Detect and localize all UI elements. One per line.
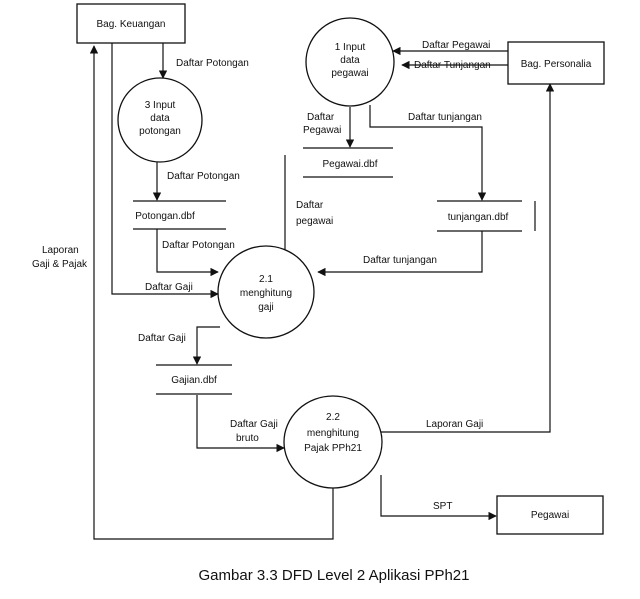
label-daftar-potongan-1: Daftar Potongan xyxy=(176,58,249,69)
store-tunjangan-label: tunjangan.dbf xyxy=(448,212,509,223)
process-input-potongan-line-1: 3 Input xyxy=(145,100,176,111)
label-daftar-pegawai-store-2: Pegawai xyxy=(303,125,341,136)
store-tunjangan: tunjangan.dbf xyxy=(437,200,536,232)
label-daftar-pegawai-2-1: Daftar xyxy=(296,200,324,211)
process-input-potongan-line-2: data xyxy=(150,113,170,124)
entity-pegawai-label: Pegawai xyxy=(531,510,569,521)
label-laporan-gaji: Laporan Gaji xyxy=(426,419,483,430)
process-input-pegawai-line-3: pegawai xyxy=(331,68,368,79)
store-gajian-label: Gajian.dbf xyxy=(171,375,217,386)
label-daftar-potongan-2: Daftar Potongan xyxy=(167,171,240,182)
label-daftar-gaji-1: Daftar Gaji xyxy=(145,282,193,293)
label-daftar-tunjangan: Daftar Tunjangan xyxy=(414,60,491,71)
label-laporan-gaji-pajak-2: Gaji & Pajak xyxy=(32,259,88,270)
flow-tunjangan-store-to-hitung-gaji xyxy=(317,231,483,277)
process-input-pegawai-line-1: 1 Input xyxy=(335,42,366,53)
entity-pegawai xyxy=(496,495,604,535)
flow-hitung-pajak-to-pegawai xyxy=(380,475,497,521)
flow-gajian-to-hitung-pajak xyxy=(196,395,285,453)
process-hitung-gaji xyxy=(217,245,315,339)
process-hitung-pajak-line-1: 2.2 xyxy=(326,412,340,423)
flow-hitung-pajak-to-keuangan xyxy=(89,45,334,540)
label-spt: SPT xyxy=(433,501,452,512)
data-stores: Pegawai.dbf Potongan.dbf tunjangan.dbf G… xyxy=(133,147,536,395)
label-daftar-tunjangan-store: Daftar tunjangan xyxy=(408,112,482,123)
label-daftar-pegawai-2-2: pegawai xyxy=(296,216,333,227)
figure-caption: Gambar 3.3 DFD Level 2 Aplikasi PPh21 xyxy=(199,567,470,584)
store-potongan-label: Potongan.dbf xyxy=(135,211,195,222)
process-input-potongan-line-3: potongan xyxy=(139,126,181,137)
process-hitung-gaji-line-2: menghitung xyxy=(240,288,292,299)
process-input-pegawai-line-2: data xyxy=(340,55,360,66)
label-laporan-gaji-pajak-1: Laporan xyxy=(42,245,79,256)
flow-hitung-pajak-to-personalia xyxy=(380,83,555,433)
entity-bag-keuangan xyxy=(76,3,186,44)
flow-keuangan-to-hitung-gaji xyxy=(111,43,219,299)
label-daftar-pegawai: Daftar Pegawai xyxy=(422,40,490,51)
process-hitung-pajak xyxy=(283,395,383,489)
process-hitung-gaji-line-3: gaji xyxy=(258,302,274,313)
store-gajian: Gajian.dbf xyxy=(156,364,232,395)
label-daftar-gaji-bruto-2: bruto xyxy=(236,433,259,444)
process-hitung-pajak-line-3: Pajak PPh21 xyxy=(304,443,362,454)
label-daftar-tunjangan-2: Daftar tunjangan xyxy=(363,255,437,266)
label-daftar-gaji-bruto-1: Daftar Gaji xyxy=(230,419,278,430)
label-daftar-pegawai-store-1: Daftar xyxy=(307,112,335,123)
processes: 1 Input data pegawai 3 Input data potong… xyxy=(117,17,395,489)
entity-bag-personalia-label: Bag. Personalia xyxy=(521,59,592,70)
process-input-pegawai xyxy=(305,17,395,107)
external-entities: Bag. Keuangan Bag. Personalia Pegawai xyxy=(76,3,605,535)
label-daftar-potongan-3: Daftar Potongan xyxy=(162,240,235,251)
process-hitung-pajak-line-2: menghitung xyxy=(307,428,359,439)
store-pegawai: Pegawai.dbf xyxy=(303,147,393,178)
store-pegawai-label: Pegawai.dbf xyxy=(322,159,377,170)
flow-input-pegawai-to-tunjangan xyxy=(369,105,487,201)
entity-bag-personalia xyxy=(507,41,605,85)
flow-hitung-gaji-to-gajian xyxy=(192,326,220,365)
entity-bag-keuangan-label: Bag. Keuangan xyxy=(97,19,166,30)
process-hitung-gaji-line-1: 2.1 xyxy=(259,274,273,285)
flow-lines xyxy=(89,43,555,540)
label-daftar-gaji-2: Daftar Gaji xyxy=(138,333,186,344)
flow-labels: Daftar Pegawai Daftar Tunjangan Daftar P… xyxy=(32,40,491,512)
process-input-potongan xyxy=(117,77,203,163)
store-potongan: Potongan.dbf xyxy=(133,200,226,230)
flow-potongan-store-to-hitung-gaji xyxy=(156,229,219,277)
